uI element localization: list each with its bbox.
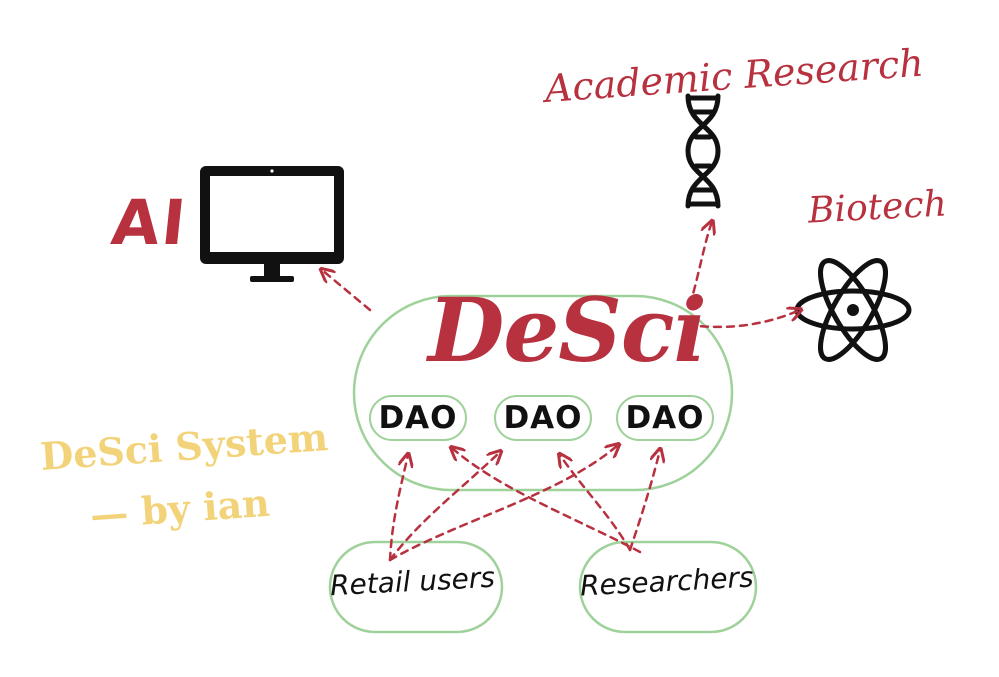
monitor-icon [200, 166, 344, 282]
researchers-oval [578, 540, 758, 634]
arrow-researchers-to-dao2 [560, 455, 632, 552]
arrow-retail-to-dao2 [388, 452, 500, 562]
ai-label: AI [108, 186, 191, 259]
retail-users-label: Retail users [329, 560, 496, 603]
dao-label-3: DAO [625, 400, 705, 436]
dna-icon [685, 93, 721, 209]
arrow-desci-to-academic [688, 222, 712, 307]
dao-label-1: DAO [378, 400, 458, 436]
arrow-retail-to-dao3 [388, 445, 618, 562]
arrow-desci-to-biotech [686, 310, 800, 329]
dao-pill-3 [616, 395, 714, 441]
dao-label-2: DAO [503, 400, 583, 436]
biotech-label: Biotech [806, 183, 948, 232]
desci-title: DeSci [428, 278, 707, 382]
dao-pill-2 [494, 395, 592, 441]
flow-arrows [322, 222, 800, 562]
arrow-researchers-to-dao3 [628, 450, 660, 552]
arrow-desci-to-ai [322, 270, 372, 312]
dao-pill-1 [369, 395, 467, 441]
arrow-researchers-to-dao1 [452, 448, 642, 554]
arrow-retail-to-dao1 [388, 455, 408, 562]
retail-users-oval [328, 540, 504, 634]
atom-icon [794, 258, 912, 362]
